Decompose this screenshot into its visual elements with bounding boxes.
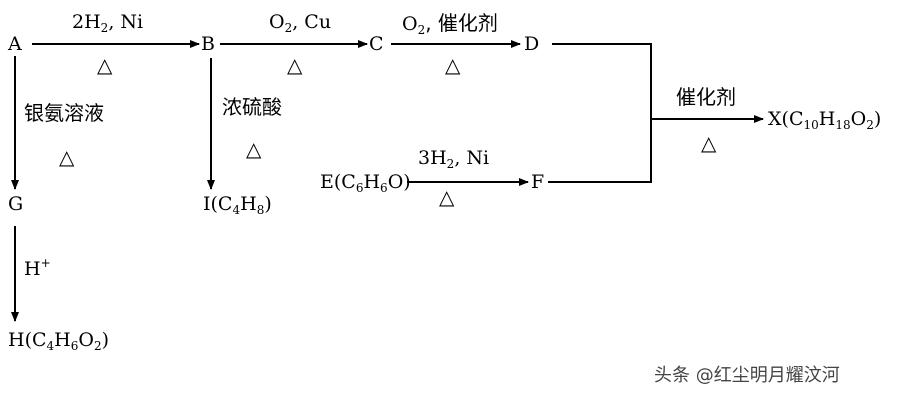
compound-c: C — [369, 33, 384, 55]
condition-e-to-f: 3H2, Ni — [418, 147, 490, 171]
condition-b-to-c: O2, Cu — [269, 11, 332, 35]
compound-h: H(C4H6O2) — [8, 329, 110, 353]
compound-f: F — [531, 171, 545, 193]
condition-a-to-b: 2H2, Ni — [72, 11, 144, 35]
compound-h-symbol: H — [8, 329, 25, 351]
condition-a-to-g: 银氨溶液 — [24, 101, 104, 125]
condition-b-to-i: 浓硫酸 — [222, 95, 282, 119]
heat-symbol-b-to-c: △ — [287, 53, 303, 77]
condition-c-to-d: O2, 催化剂 — [402, 11, 498, 37]
heat-symbol-b-to-i: △ — [246, 137, 262, 161]
compound-i-symbol: I — [203, 193, 211, 215]
compound-d: D — [524, 33, 540, 55]
heat-symbol-df-to-x: △ — [701, 131, 717, 155]
compound-x: X(C10H18O2) — [768, 108, 882, 132]
compound-i: I(C4H8) — [203, 193, 272, 217]
heat-symbol-a-to-g: △ — [59, 145, 75, 169]
condition-g-to-h: H+ — [24, 256, 51, 280]
compound-g: G — [8, 193, 24, 215]
heat-symbol-c-to-d: △ — [445, 53, 461, 77]
heat-symbol-e-to-f: △ — [439, 185, 455, 209]
condition-df-to-x: 催化剂 — [676, 85, 736, 109]
heat-symbol-a-to-b: △ — [97, 53, 113, 77]
compound-e-symbol: E — [320, 171, 334, 193]
compound-a: A — [8, 33, 22, 55]
compound-e: E(C6H6O) — [320, 171, 411, 195]
line-d-to-junction — [552, 43, 652, 183]
watermark: 头条 @红尘明月耀汶河 — [654, 365, 840, 386]
compound-b: B — [201, 33, 215, 55]
compound-x-symbol: X — [768, 108, 782, 130]
